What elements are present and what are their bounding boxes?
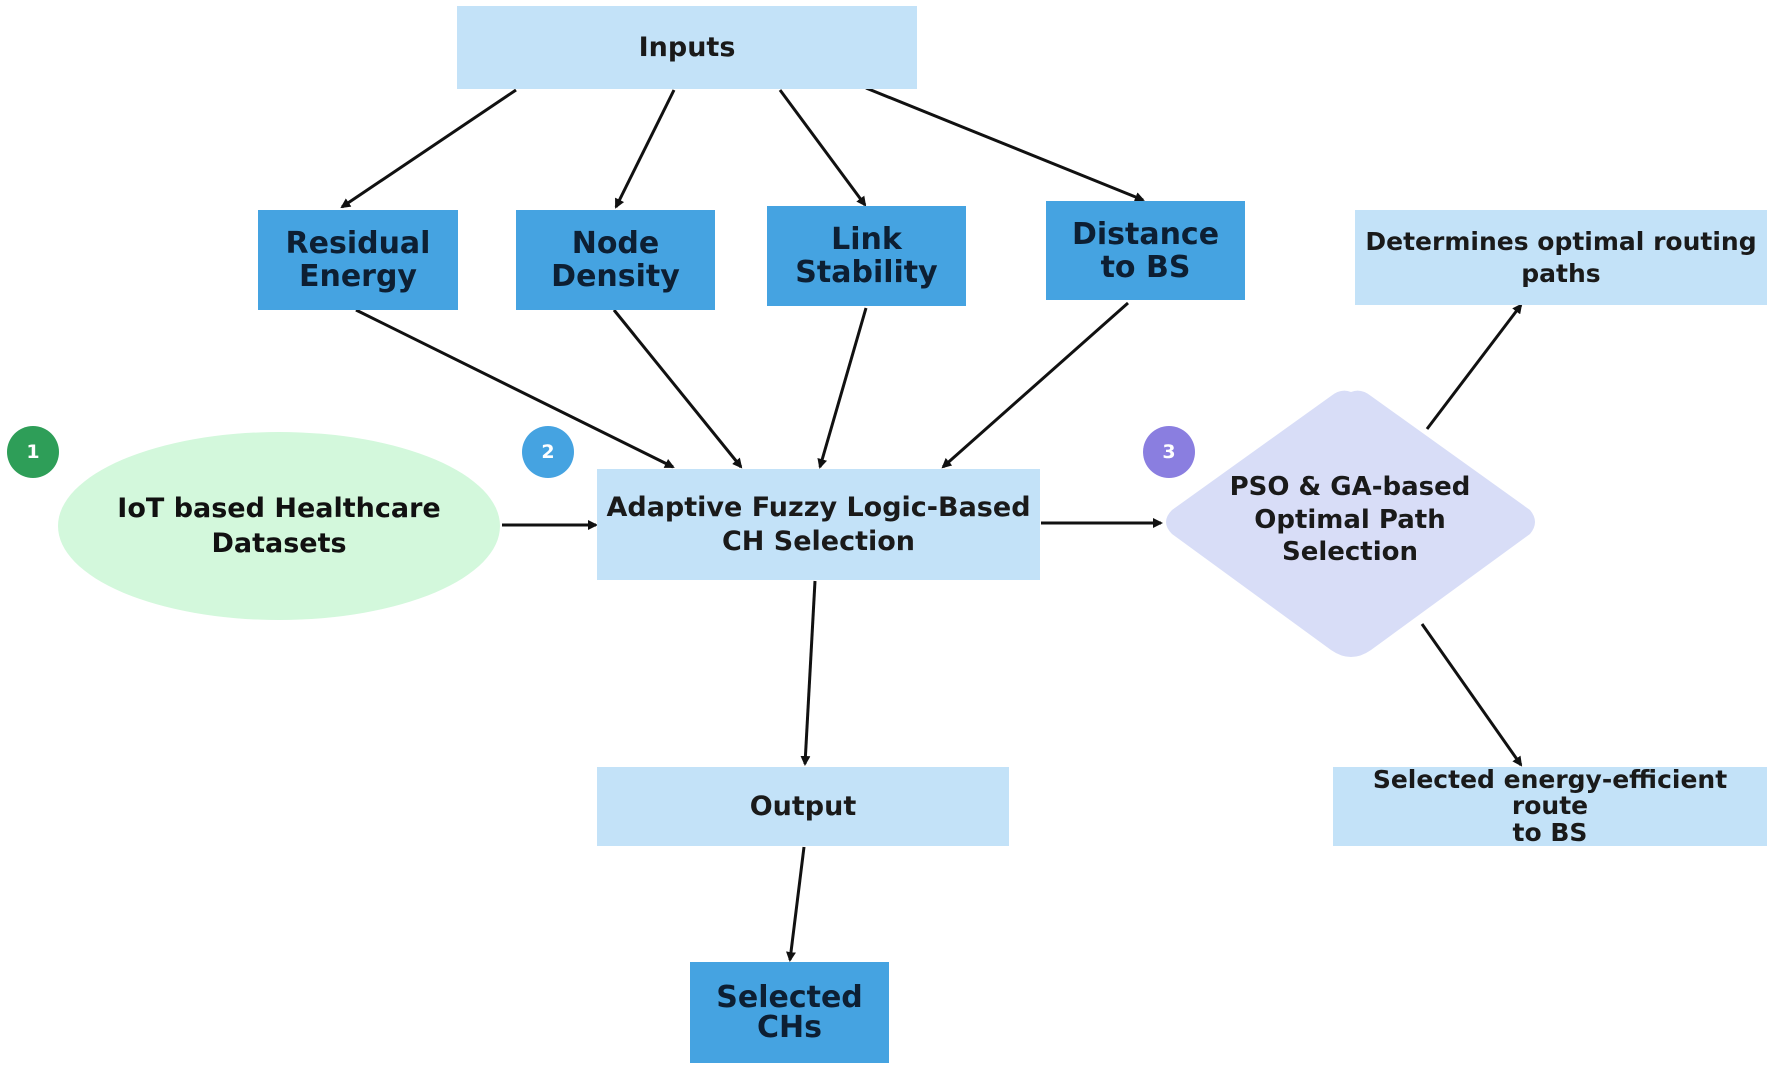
optimal-routing-label-line1: Determines optimal routing xyxy=(1365,227,1757,257)
energy-efficient-route-box: Selected energy-efficient route to BS xyxy=(1333,767,1767,846)
node-density-label-line1: Node xyxy=(571,226,660,261)
fuzzy-ch-selection-label-line2: CH Selection xyxy=(721,525,916,557)
link-stability-box: Link Stability xyxy=(767,206,966,306)
link-stability-label-line2: Stability xyxy=(795,255,938,290)
iot-datasets-label-line2: Datasets xyxy=(211,528,347,559)
arrow-fuzzy-to-output xyxy=(800,580,817,766)
optimal-routing-box: Determines optimal routing paths xyxy=(1355,210,1767,305)
output-label: Output xyxy=(749,790,857,822)
arrow-density-to-fuzzy xyxy=(612,309,743,469)
iot-datasets-oval: IoT based Healthcare Datasets xyxy=(58,432,500,620)
inputs-label: Inputs xyxy=(638,31,736,63)
distance-to-bs-box: Distance to BS xyxy=(1046,201,1245,300)
distance-to-bs-label-line1: Distance xyxy=(1071,216,1220,252)
residual-energy-box: Residual Energy xyxy=(258,210,458,310)
step-badge-1: 1 xyxy=(7,426,59,478)
inputs-box: Inputs xyxy=(457,6,917,89)
link-stability-label-line1: Link xyxy=(831,222,902,257)
arrow-inputs-to-link-stability xyxy=(778,89,867,207)
step-badge-3: 3 xyxy=(1143,426,1195,478)
pso-ga-label: PSO & GA-based Optimal Path Selection xyxy=(1180,470,1520,570)
selected-chs-box: Selected CHs xyxy=(690,962,889,1063)
selected-chs-label-line1: Selected xyxy=(716,979,863,1015)
residual-energy-label-line1: Residual xyxy=(285,226,431,261)
selected-chs-label-line2: CHs xyxy=(757,1009,822,1045)
arrow-residual-to-fuzzy xyxy=(355,308,675,469)
iot-datasets-label-line1: IoT based Healthcare xyxy=(117,492,441,524)
pso-ga-label-line2: Optimal Path xyxy=(1254,504,1446,535)
distance-to-bs-label-line2: to BS xyxy=(1100,249,1191,285)
node-density-box: Node Density xyxy=(516,210,715,310)
arrow-pso-to-routing xyxy=(1425,303,1523,430)
energy-efficient-route-label-line2: to BS xyxy=(1512,817,1588,847)
optimal-routing-label-line2: paths xyxy=(1521,258,1601,288)
arrow-pso-to-route xyxy=(1420,623,1523,767)
node-density-label-line2: Density xyxy=(551,259,680,294)
arrow-output-to-chs xyxy=(786,846,806,962)
arrow-distance-to-fuzzy xyxy=(941,301,1129,469)
arrow-stability-to-fuzzy xyxy=(817,307,868,469)
pso-ga-label-line1: PSO & GA-based xyxy=(1229,472,1471,503)
arrow-inputs-to-node-density xyxy=(614,89,676,209)
output-box: Output xyxy=(597,767,1009,846)
energy-efficient-route-label-line1: Selected energy-efficient route xyxy=(1372,765,1728,821)
fuzzy-ch-selection-box: Adaptive Fuzzy Logic-Based CH Selection xyxy=(597,469,1040,580)
step-badge-2: 2 xyxy=(522,426,574,478)
arrow-inputs-to-residual-energy xyxy=(340,88,517,209)
pso-ga-label-line3: Selection xyxy=(1281,537,1418,568)
residual-energy-label-line2: Energy xyxy=(298,259,417,294)
arrow-inputs-to-distance-bs xyxy=(865,86,1145,202)
fuzzy-ch-selection-label-line1: Adaptive Fuzzy Logic-Based xyxy=(606,491,1031,523)
